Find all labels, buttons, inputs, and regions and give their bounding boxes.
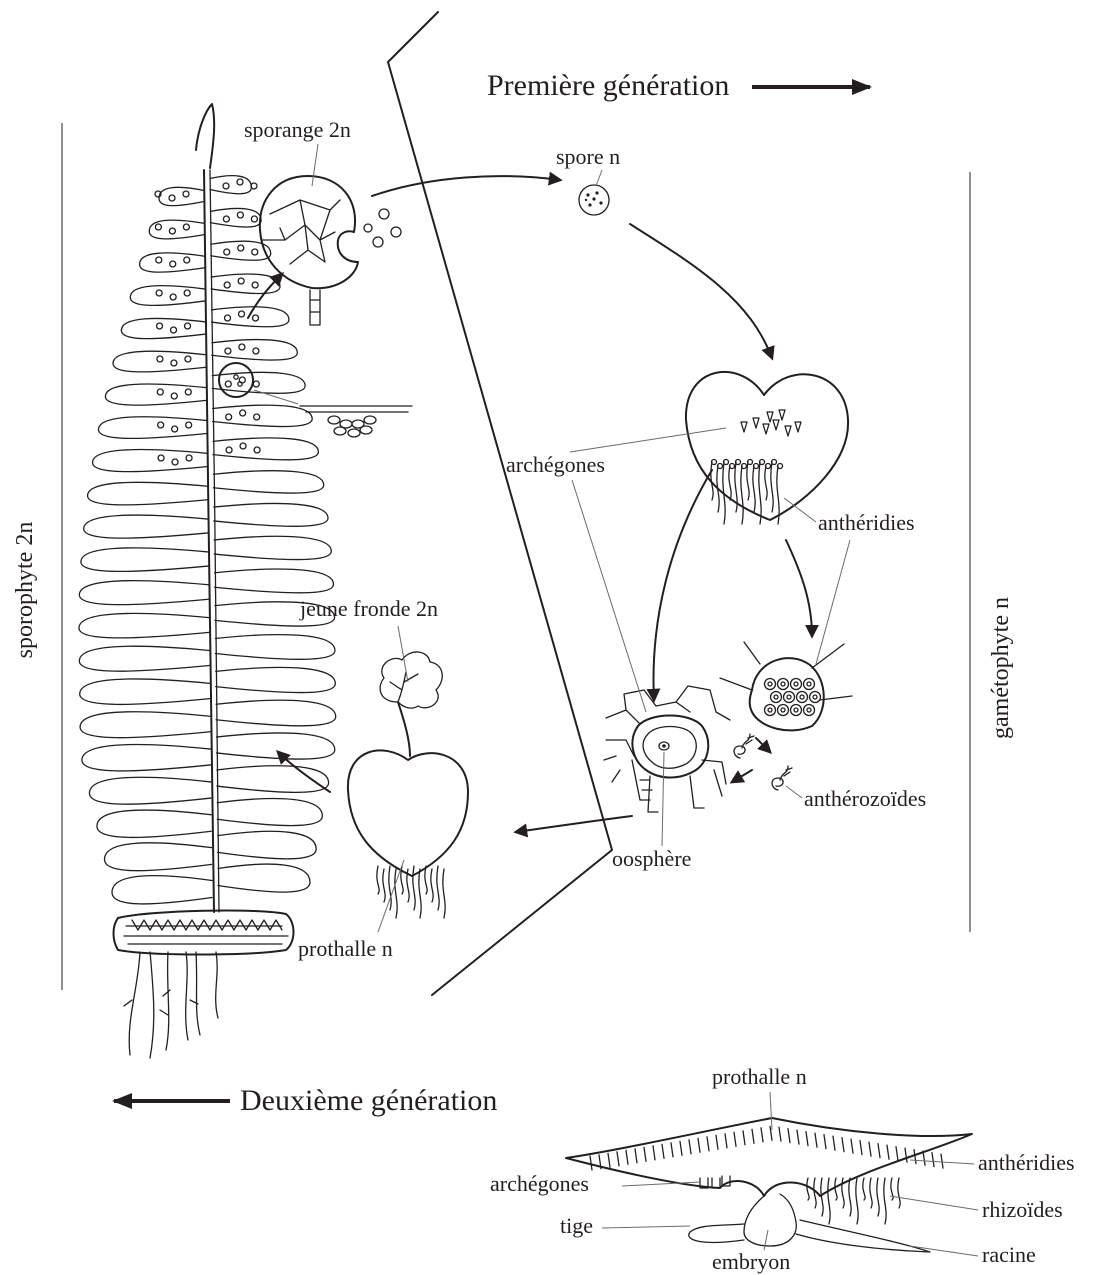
first-generation-heading: Première génération [487, 69, 729, 102]
gametophyte-label: gamétophyte n [988, 597, 1014, 739]
inset-label-embryon: embryon [712, 1249, 790, 1274]
antherozoids-drawing [732, 734, 792, 790]
inset-label-prothalle: prothalle n [712, 1064, 807, 1089]
inset-label-rhizoides: rhizoïdes [982, 1197, 1063, 1222]
label-antherozoides: anthérozoïdes [804, 786, 926, 811]
arrow-spore-to-prothallus [630, 224, 772, 358]
arrow-sporangium-to-spore [372, 176, 560, 196]
label-oosphere: oosphère [612, 846, 691, 871]
prothallus-drawing [686, 372, 848, 524]
label-jeune-fronde: jeune fronde 2n [299, 596, 438, 621]
sporophyte-label: sporophyte 2n [12, 522, 38, 659]
spore-drawing [579, 185, 609, 215]
label-sporange: sporange 2n [244, 117, 351, 142]
inset-label-antheridies: anthéridies [978, 1150, 1075, 1175]
inset-prothallus-section [566, 1118, 972, 1252]
young-sporophyte-drawing [348, 652, 468, 918]
label-antheridies: anthéridies [818, 510, 915, 535]
label-archegones: archégones [506, 452, 605, 477]
label-prothalle: prothalle n [298, 936, 393, 961]
arrow-archegonium-to-young-sporophyte [516, 816, 632, 832]
inset-label-tige: tige [560, 1213, 593, 1238]
inset-label-racine: racine [982, 1242, 1036, 1267]
antheridium-drawing [720, 642, 852, 730]
sporangium-drawing [260, 176, 401, 325]
inset-label-archegones: archégones [490, 1171, 589, 1196]
arrow-prothallus-to-archegonium [653, 470, 712, 700]
arrow-prothallus-to-antheridium [786, 540, 812, 636]
second-generation-heading: Deuxième génération [240, 1084, 497, 1117]
arrow-fern-to-sporangium [248, 274, 282, 318]
label-spore: spore n [556, 144, 620, 169]
frond-pinnae-left [79, 187, 212, 904]
fern-frond [79, 104, 336, 1058]
archegonium-drawing [604, 686, 730, 812]
sorus-section-drawing [254, 390, 412, 437]
